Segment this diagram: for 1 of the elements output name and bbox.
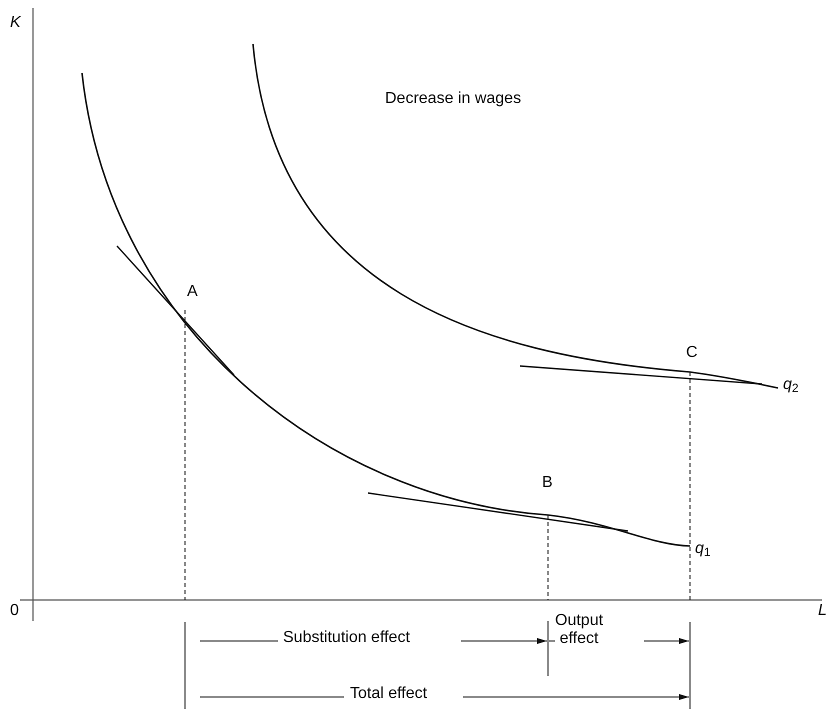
annotation: Decrease in wages xyxy=(385,90,522,108)
